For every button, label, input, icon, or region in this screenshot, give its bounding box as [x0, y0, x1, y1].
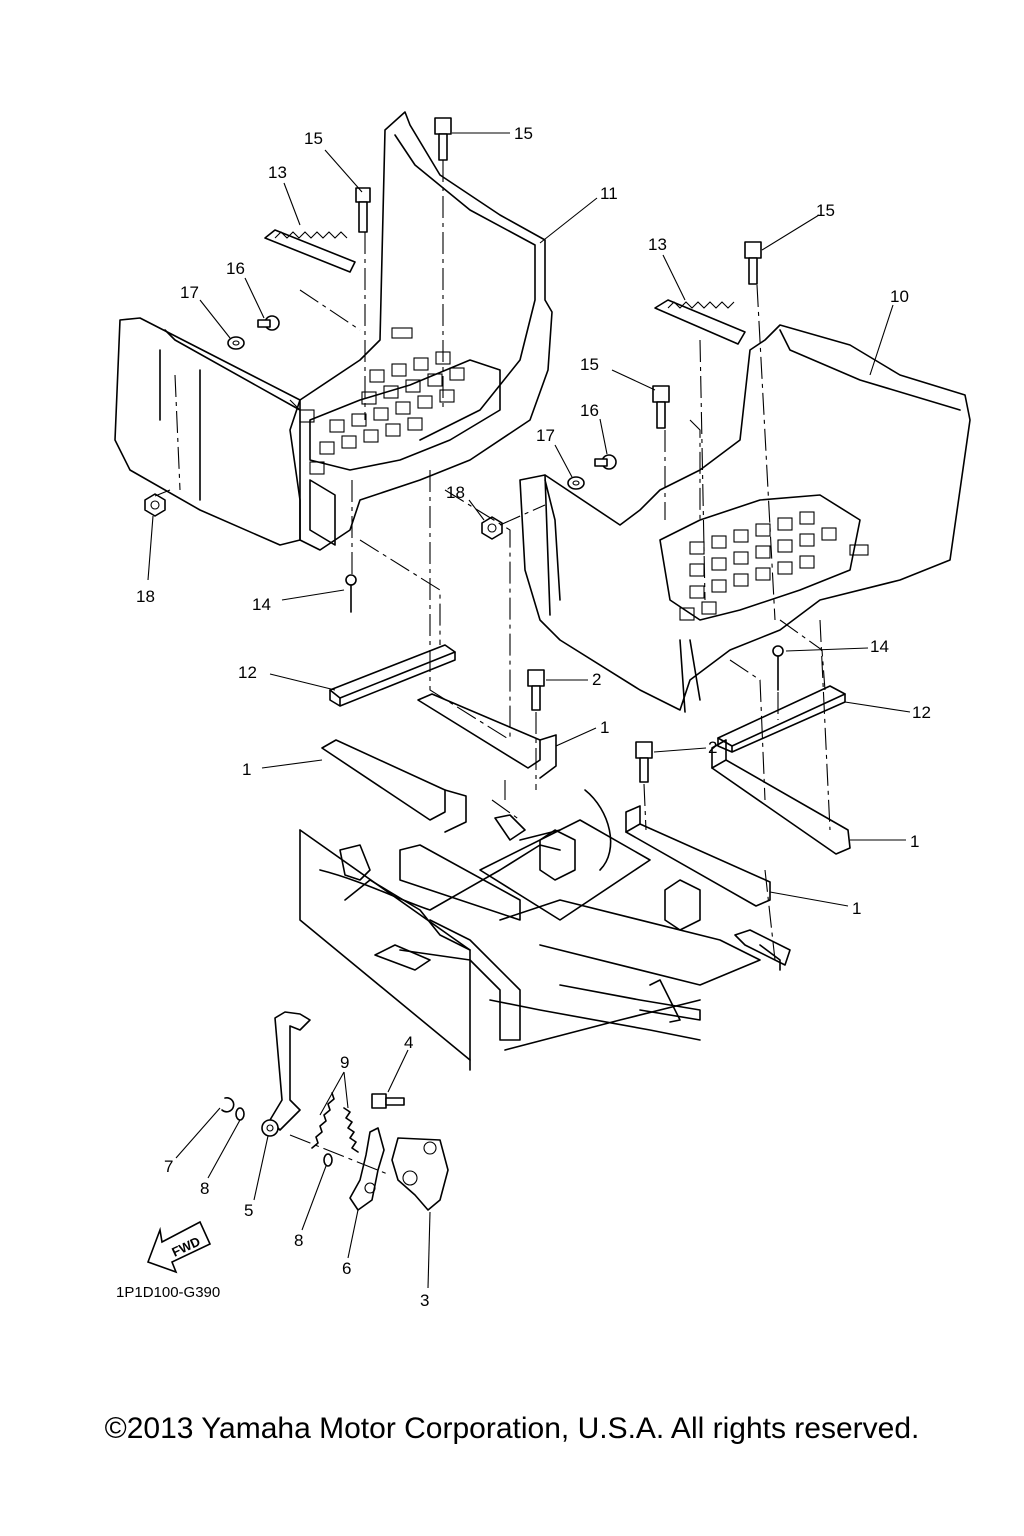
step-plate-part-13-left	[264, 229, 356, 273]
rivet-14-b	[772, 645, 784, 691]
callout-15: 15	[514, 124, 533, 143]
callout-11: 11	[600, 184, 618, 203]
washer-17-b	[567, 476, 585, 490]
callout-2: 2	[708, 738, 717, 757]
frame-reference	[299, 789, 791, 1071]
bracket-3	[391, 1137, 449, 1211]
bolt-15-a	[355, 187, 371, 233]
bolt-15-b	[434, 117, 452, 161]
bolt-4	[371, 1093, 405, 1109]
alignment-lines	[154, 160, 831, 961]
right-footrest-part-10	[519, 324, 971, 713]
left-footrest-part-11	[114, 111, 553, 551]
bolt-2-b	[635, 741, 653, 783]
rivet-14-a	[345, 574, 357, 613]
callout-3: 3	[420, 1291, 429, 1310]
bolt-15-d	[652, 385, 670, 429]
callout-16: 16	[226, 259, 245, 278]
callout-13: 13	[648, 235, 667, 254]
callout-17: 17	[536, 426, 555, 445]
screw-16-b	[594, 454, 617, 470]
diagram-code: 1P1D100-G390	[116, 1284, 220, 1301]
callout-6: 6	[342, 1259, 351, 1278]
callout-numbers: 15 15 13 11 15 13 16 17 10 15 16 17 18 1…	[136, 124, 931, 1310]
brake-pedal-assembly	[221, 1011, 449, 1211]
step-plate-part-13-right	[654, 299, 746, 345]
callout-7: 7	[164, 1157, 173, 1176]
callout-8: 8	[200, 1179, 209, 1198]
nut-18-b	[481, 516, 503, 540]
callout-4: 4	[404, 1033, 413, 1052]
callout-9: 9	[340, 1053, 349, 1072]
bracket-1-d	[625, 805, 771, 907]
callout-12: 12	[238, 663, 257, 682]
callout-1: 1	[242, 760, 251, 779]
callout-14: 14	[870, 637, 889, 656]
washer-17-a	[227, 336, 245, 350]
callout-5: 5	[244, 1201, 253, 1220]
spring-9-a	[311, 1092, 335, 1149]
spring-9-b	[343, 1107, 359, 1153]
bolts	[144, 117, 784, 783]
callout-18: 18	[446, 483, 465, 502]
washer-8-b	[323, 1153, 333, 1167]
plate-12-left	[329, 644, 456, 707]
callout-1: 1	[852, 899, 861, 918]
bolt-15-c	[744, 241, 762, 285]
bolt-2-a	[527, 669, 545, 711]
callout-8: 8	[294, 1231, 303, 1250]
callout-1: 1	[600, 718, 609, 737]
fwd-direction-arrow: FWD	[146, 1220, 212, 1274]
bracket-1-a	[321, 739, 467, 833]
copyright-notice: ©2013 Yamaha Motor Corporation, U.S.A. A…	[104, 1412, 920, 1445]
callout-18: 18	[136, 587, 155, 606]
plates-and-brackets	[321, 644, 851, 907]
leader-lines	[147, 132, 911, 1289]
washer-8-a	[235, 1107, 245, 1121]
pedal-5	[261, 1011, 311, 1137]
callout-15: 15	[580, 355, 599, 374]
callout-10: 10	[890, 287, 909, 306]
bracket-1-c	[711, 739, 851, 855]
screw-16-a	[257, 315, 280, 331]
callout-14: 14	[252, 595, 271, 614]
callout-13: 13	[268, 163, 287, 182]
callout-15: 15	[816, 201, 835, 220]
callout-15: 15	[304, 129, 323, 148]
callout-1: 1	[910, 832, 919, 851]
callout-2: 2	[592, 670, 601, 689]
clip-7	[221, 1097, 235, 1113]
bracket-1-b	[417, 693, 557, 779]
callout-16: 16	[580, 401, 599, 420]
nut-18-a	[144, 493, 166, 517]
callout-17: 17	[180, 283, 199, 302]
callout-12: 12	[912, 703, 931, 722]
lever-6	[349, 1127, 385, 1211]
